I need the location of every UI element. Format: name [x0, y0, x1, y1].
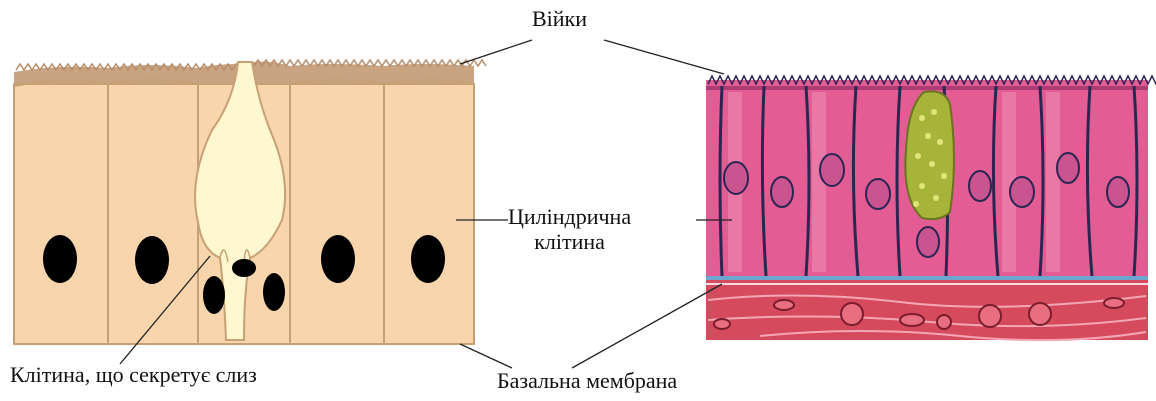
nucleus: [43, 235, 77, 283]
nucleus: [135, 236, 169, 284]
nucleus: [771, 177, 793, 207]
nucleus: [820, 154, 844, 186]
connective-tissue: [706, 280, 1148, 340]
nucleus: [917, 227, 939, 257]
nucleus: [321, 235, 355, 283]
micrograph-epithelium: [706, 76, 1156, 340]
label-cilia: Війки: [532, 6, 587, 32]
nucleus: [263, 273, 285, 311]
nucleus: [969, 171, 991, 201]
label-columnar-cell-line2: клітина: [508, 229, 631, 254]
nucleus: [232, 259, 256, 277]
schematic-epithelium: [14, 60, 486, 344]
nucleus: [1010, 177, 1034, 207]
nucleus: [411, 235, 445, 283]
leader-cilia-left: [460, 40, 532, 64]
nucleus: [724, 162, 748, 194]
nucleus: [1057, 153, 1079, 183]
leader-basal-right: [572, 284, 722, 368]
nucleus: [866, 179, 890, 209]
label-columnar-cell: Циліндрична клітина: [508, 204, 631, 254]
label-mucus-cell: Клітина, що секретує слиз: [10, 362, 257, 388]
label-basal-membrane: Базальна мембрана: [497, 368, 677, 394]
label-columnar-cell-line1: Циліндрична: [508, 204, 631, 229]
goblet-cell-micro: [905, 91, 954, 219]
nucleus: [1107, 177, 1129, 207]
leader-cilia-right: [604, 40, 724, 74]
leader-basal-left: [460, 344, 512, 368]
nucleus: [203, 276, 225, 314]
